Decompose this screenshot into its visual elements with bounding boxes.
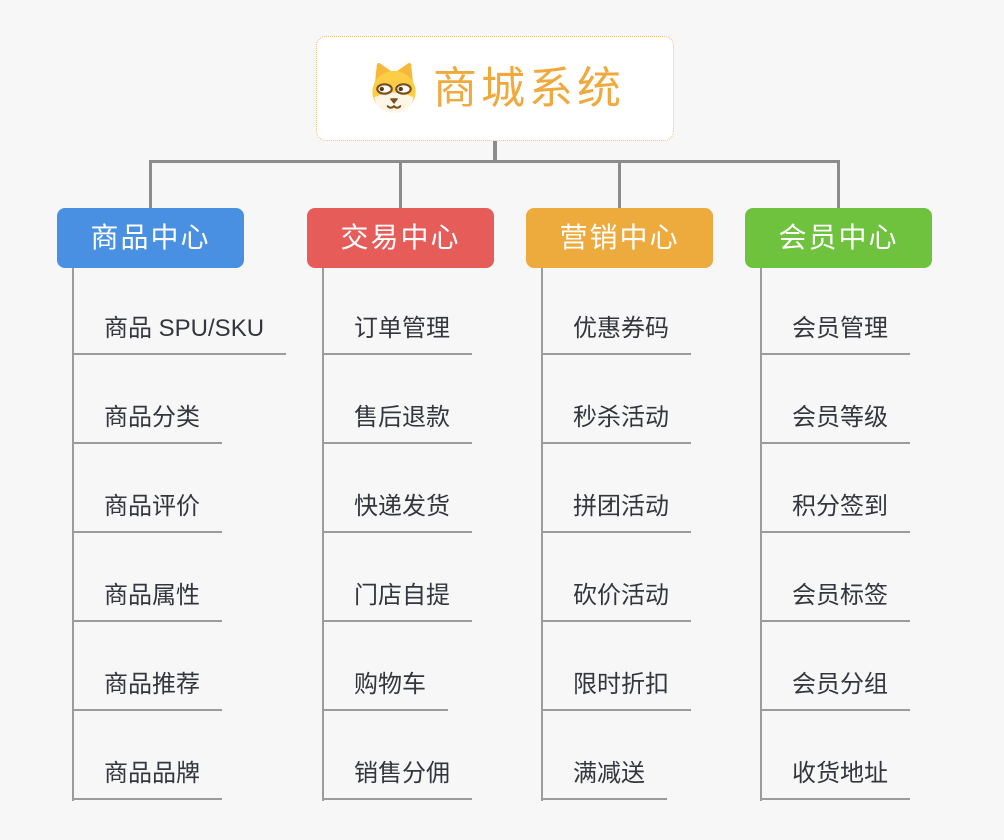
leaf-node[interactable]: 销售分佣 bbox=[324, 757, 472, 800]
leaf-node[interactable]: 商品属性 bbox=[74, 579, 222, 622]
connector-bus bbox=[149, 160, 840, 163]
leaf-node[interactable]: 限时折扣 bbox=[543, 668, 691, 711]
leaf-node[interactable]: 商品分类 bbox=[74, 401, 222, 444]
branch-label: 会员中心 bbox=[778, 222, 899, 253]
leaf-node[interactable]: 秒杀活动 bbox=[543, 401, 691, 444]
connector-branch-drop bbox=[837, 160, 840, 208]
root-title: 商城系统 bbox=[433, 63, 625, 113]
branch-label: 商品中心 bbox=[90, 222, 211, 253]
branch-leaves: 商品 SPU/SKU 商品分类商品评价商品属性商品推荐商品品牌 bbox=[72, 268, 314, 801]
leaf-node[interactable]: 满减送 bbox=[543, 757, 667, 800]
branch-label: 交易中心 bbox=[340, 222, 461, 253]
leaf-node[interactable]: 拼团活动 bbox=[543, 490, 691, 533]
branch-leaves: 订单管理售后退款快递发货门店自提购物车销售分佣 bbox=[322, 268, 564, 801]
branch-header-2[interactable]: 营销中心 bbox=[526, 208, 713, 268]
leaf-node[interactable]: 商品 SPU/SKU bbox=[74, 312, 287, 355]
branch-leaves: 优惠券码秒杀活动拼团活动砍价活动限时折扣满减送 bbox=[541, 268, 783, 801]
leaf-node[interactable]: 会员等级 bbox=[762, 401, 910, 444]
connector-branch-drop bbox=[399, 160, 402, 208]
leaf-node[interactable]: 售后退款 bbox=[324, 401, 472, 444]
leaf-node[interactable]: 门店自提 bbox=[324, 579, 472, 622]
branch-header-0[interactable]: 商品中心 bbox=[57, 208, 244, 268]
doge-icon bbox=[372, 62, 416, 112]
leaf-node[interactable]: 购物车 bbox=[324, 668, 448, 711]
connector-branch-drop bbox=[618, 160, 621, 208]
leaf-node[interactable]: 商品评价 bbox=[74, 490, 222, 533]
leaf-node[interactable]: 收货地址 bbox=[762, 757, 910, 800]
branch-label: 营销中心 bbox=[559, 222, 680, 253]
leaf-node[interactable]: 订单管理 bbox=[324, 312, 472, 355]
leaf-node[interactable]: 会员分组 bbox=[762, 668, 910, 711]
leaf-node[interactable]: 快递发货 bbox=[324, 490, 472, 533]
branch-leaves: 会员管理会员等级积分签到会员标签会员分组收货地址 bbox=[760, 268, 1002, 801]
leaf-node[interactable]: 会员管理 bbox=[762, 312, 910, 355]
leaf-node[interactable]: 砍价活动 bbox=[543, 579, 691, 622]
branch-header-3[interactable]: 会员中心 bbox=[745, 208, 932, 268]
leaf-node[interactable]: 会员标签 bbox=[762, 579, 910, 622]
connector-root-stem bbox=[493, 141, 497, 163]
leaf-node[interactable]: 积分签到 bbox=[762, 490, 910, 533]
leaf-node[interactable]: 优惠券码 bbox=[543, 312, 691, 355]
root-node[interactable]: 商城系统 bbox=[316, 36, 674, 141]
branch-header-1[interactable]: 交易中心 bbox=[307, 208, 494, 268]
leaf-node[interactable]: 商品推荐 bbox=[74, 668, 222, 711]
connector-branch-drop bbox=[149, 160, 152, 208]
leaf-node[interactable]: 商品品牌 bbox=[74, 757, 222, 800]
